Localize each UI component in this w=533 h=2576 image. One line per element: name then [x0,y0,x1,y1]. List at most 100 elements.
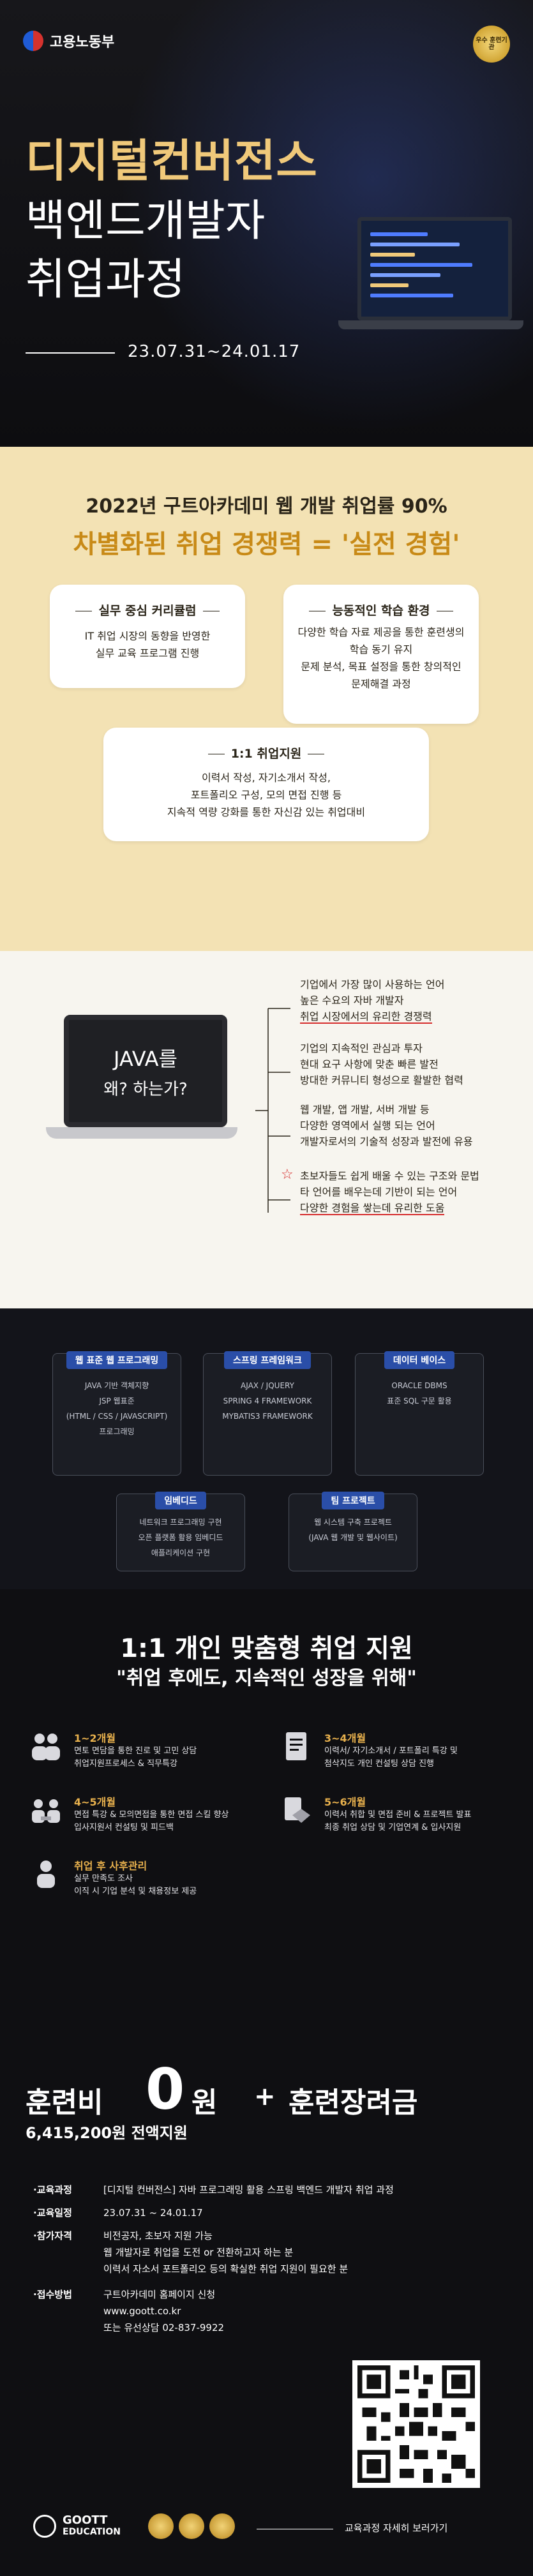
java-reason-line: 방대한 커뮤니티 형성으로 활발한 협력 [300,1074,463,1086]
java-reason-line: 기업에서 가장 많이 사용하는 언어 [300,978,445,991]
java-reason-line: 타 언어를 배우는데 기반이 되는 언어 [300,1186,458,1198]
handshake-icon [285,1797,310,1823]
info-value: [디지털 컨버전스] 자바 프로그래밍 활용 스프링 백엔드 개발자 취업 과정 [103,2184,394,2196]
java-reason-line: 현대 요구 사항에 맞춘 빠른 발전 [300,1058,439,1070]
fee-support-amount: 6,415,200원 전액지원 [26,2124,188,2142]
goott-wordmark: GOOTT EDUCATION [63,2515,121,2538]
ministry-name: 고용노동부 [50,34,115,50]
java-reason-1: 기업에서 가장 많이 사용하는 언어 높은 수요의 자바 개발자 취업 시장에서… [300,977,444,1024]
goott-logo: GOOTT EDUCATION [33,2515,121,2538]
support-headline: 1:1 개인 맞춤형 취업 지원 [120,1634,413,1663]
curriculum-item: 오픈 플랫폼 활용 임베디드 [138,1533,223,1542]
curriculum-item: ORACLE DBMS [391,1381,447,1390]
curriculum-box-database: 데이터 베이스 ORACLE DBMS 표준 SQL 구문 활용 [355,1351,484,1476]
award-seal: 우수 훈련기관 [473,26,510,63]
reason-connector-lines [255,1008,290,1213]
curriculum-item: JAVA 기반 객체지향 [84,1381,149,1390]
java-reason-line: 웹 개발, 앱 개발, 서버 개발 등 [300,1104,430,1116]
feature-card-line: 다양한 학습 자료 제공을 통한 훈련생의 [297,626,465,638]
aftercare-icon [37,1861,55,1888]
curriculum-title: 데이터 베이스 [384,1351,455,1369]
feature-card-line: 실무 교육 프로그램 진행 [95,647,200,659]
feature-card-title: 1:1 취업지원 [103,744,429,761]
fee-section: 훈련비 0 원 + 훈련장려금 6,415,200원 전액지원 [0,1947,533,2157]
curriculum-item: 애플리케이션 구현 [151,1548,211,1557]
mentor-icon [32,1734,60,1760]
competitiveness-subhead: 차별화된 취업 경쟁력 = '실전 경험' [73,530,460,559]
java-laptop-illustration: JAVA를 왜? 하는가? [46,1015,237,1149]
info-key: ·접수방법 [33,2289,72,2300]
hero-title-line2: 백엔드개발자 [26,196,266,246]
hero-section: 고용노동부 우수 훈련기관 디지털컨버전스 백엔드개발자 취업과정 23.07.… [0,0,533,447]
website-link[interactable]: www.goott.co.kr [103,2305,181,2317]
curriculum-item: SPRING 4 FRAMEWORK [223,1397,312,1405]
java-reason-line: 다양한 영역에서 실행 되는 언어 [300,1120,435,1132]
feature-card-line: 학습 동기 유지 [349,643,413,655]
java-laptop-base [46,1127,237,1139]
curriculum-box-team-project: 팀 프로젝트 웹 시스템 구축 프로젝트 (JAVA 웹 개발 및 웹사이트) [289,1492,417,1571]
feature-card-job-support: 1:1 취업지원 이력서 작성, 자기소개서 작성, 포트폴리오 구성, 모의 … [103,728,429,841]
java-reason-line: 초보자들도 쉽게 배울 수 있는 구조와 문법 [300,1170,479,1182]
feature-card-title: 실무 중심 커리큘럼 [50,601,245,618]
java-laptop-screen: JAVA를 왜? 하는가? [64,1015,227,1127]
support-step-title: 1~2개월 [74,1732,116,1744]
course-detail-link[interactable]: 교육과정 자세히 보러가기 [345,2522,448,2534]
java-reason-highlight: 취업 시장에서의 유리한 경쟁력 [300,1010,432,1024]
support-step-title: 3~4개월 [324,1732,366,1744]
course-info-section: ·교육과정 [디지털 컨버전스] 자바 프로그래밍 활용 스프링 백엔드 개발자 … [0,2157,533,2576]
curriculum-item: 네트워크 프로그래밍 구현 [139,1518,222,1527]
java-screen-line1: JAVA를 [114,1046,177,1071]
hero-title-line3: 취업과정 [26,255,186,305]
goott-emblem-icon [33,2515,56,2538]
java-reason-4: 초보자들도 쉽게 배울 수 있는 구조와 문법 타 언어를 배우는데 기반이 되… [300,1168,479,1216]
curriculum-item: 표준 SQL 구문 활용 [387,1397,452,1405]
info-row-course: ·교육과정 [디지털 컨버전스] 자바 프로그래밍 활용 스프링 백엔드 개발자 … [33,2182,394,2198]
curriculum-title: 웹 표준 웹 프로그래밍 [66,1351,168,1369]
info-key: ·교육과정 [33,2184,72,2196]
hero-period: 23.07.31~24.01.17 [128,342,301,361]
hero-date-divider [26,352,115,354]
job-support-section: 1:1 개인 맞춤형 취업 지원 "취업 후에도, 지속적인 성장을 위해" 1… [0,1589,533,1947]
java-reason-line: 높은 수요의 자바 개발자 [300,994,404,1007]
document-icon [286,1732,306,1760]
qr-code[interactable] [352,2360,480,2488]
curriculum-box-spring: 스프링 프레임워크 AJAX / JQUERY SPRING 4 FRAMEWO… [203,1351,332,1476]
curriculum-title: 팀 프로젝트 [322,1492,384,1509]
feature-card-line: 지속적 역량 강화를 통한 자신감 있는 취업대비 [167,806,366,818]
curriculum-item: (HTML / CSS / JAVASCRIPT) [66,1412,168,1421]
curriculum-item: (JAVA 웹 개발 및 웹사이트) [308,1533,398,1542]
java-screen-line2: 왜? 하는가? [103,1079,188,1099]
support-step-title: 취업 후 사후관리 [74,1860,147,1872]
java-reason-3: 웹 개발, 앱 개발, 서버 개발 등 다양한 영역에서 실행 되는 언어 개발… [300,1102,473,1149]
award-badges [148,2513,235,2539]
star-icon: ☆ [281,1167,294,1183]
hero-laptop-illustration [332,191,523,383]
curriculum-title: 임베디드 [155,1492,206,1509]
ministry-logo: 고용노동부 [23,31,114,51]
feature-card-line: 문제 분석, 목표 설정을 통한 창의적인 [301,661,462,673]
fee-amount: 0 [146,2056,185,2122]
award-badge-icon [209,2513,235,2539]
laptop-base [338,320,523,329]
curriculum-item: 웹 시스템 구축 프로젝트 [314,1518,392,1527]
why-java-section: JAVA를 왜? 하는가? 기업에서 가장 많이 사용하는 언어 높은 수요의 … [0,951,533,1308]
goott-name: GOOTT [63,2513,108,2527]
award-badge-icon [179,2513,204,2539]
support-step-title: 4~5개월 [74,1796,116,1808]
curriculum-title: 스프링 프레임워크 [224,1351,311,1369]
curriculum-item: MYBATIS3 FRAMEWORK [222,1412,313,1421]
java-reason-highlight: 다양한 경험을 쌓는데 유리한 도움 [300,1202,445,1215]
fee-unit: 원 [191,2086,218,2119]
feature-card-title: 능동적인 학습 환경 [283,601,479,618]
feature-card-line: IT 취업 시장의 동향을 반영한 [84,630,211,642]
support-step-title: 5~6개월 [324,1796,366,1808]
goott-subname: EDUCATION [63,2527,121,2537]
